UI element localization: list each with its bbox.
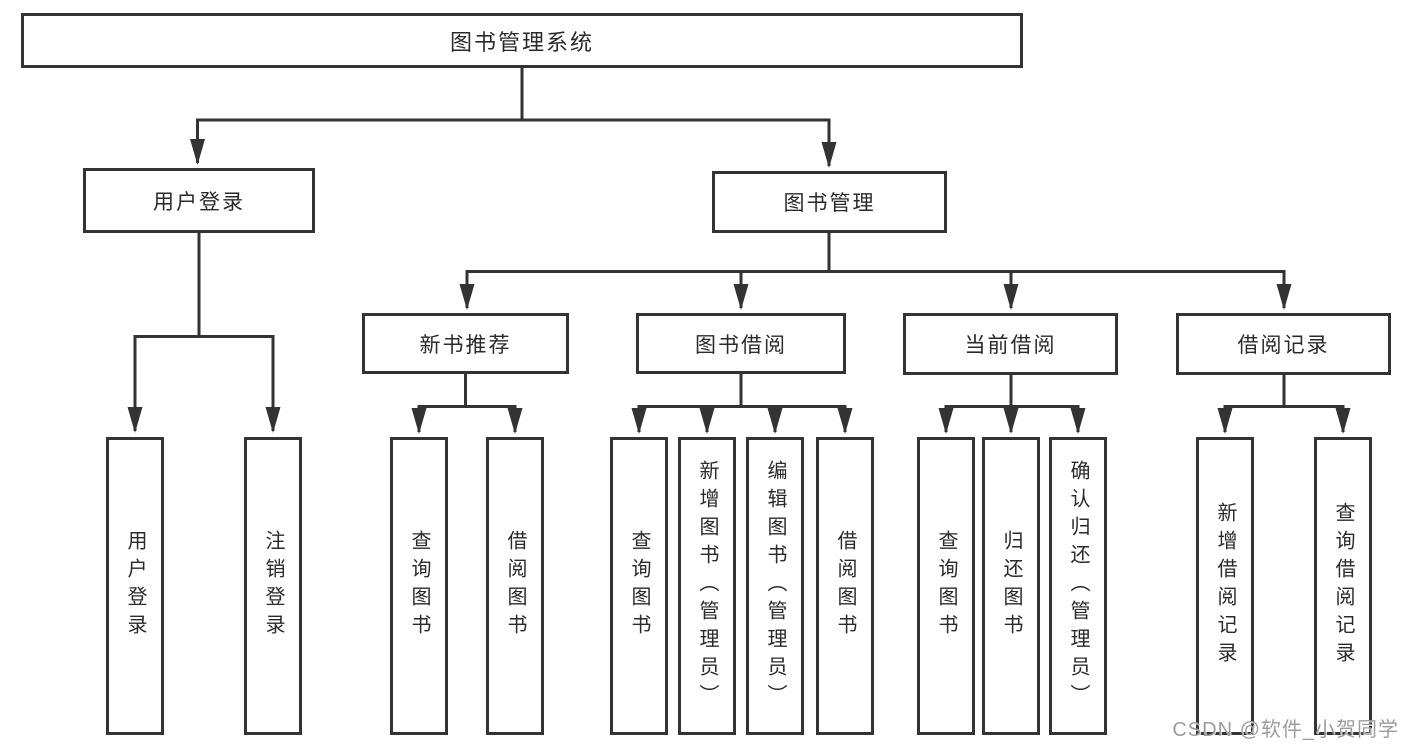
node-user-login: 用户登录 [83,168,315,233]
node-borrowing-records-label: 借阅记录 [1237,334,1330,357]
leaf-edit-book-admin-label: 编辑图书（管理员） [764,460,786,712]
leaf-query-books-current-label: 查询图书 [935,530,957,642]
node-book-borrowing: 图书借阅 [636,313,846,374]
node-user-login-label: 用户登录 [153,190,245,214]
leaf-return-books-label: 归还图书 [1000,530,1022,642]
node-book-management: 图书管理 [712,171,947,233]
leaf-add-borrow-record-label: 新增借阅记录 [1214,502,1236,670]
node-new-book-recommendation-label: 新书推荐 [419,333,512,357]
node-book-management-label: 图书管理 [783,192,876,215]
leaf-query-books-recommend: 查询图书 [390,437,448,735]
leaf-confirm-return-admin-label: 确认归还（管理员） [1067,460,1089,712]
leaf-logout-label: 注销登录 [262,530,284,642]
leaf-add-book-admin: 新增图书（管理员） [678,437,736,735]
node-book-borrowing-label: 图书借阅 [695,333,787,357]
watermark: CSDN @软件_小贺同学 [1172,719,1399,741]
node-new-book-recommendation: 新书推荐 [362,313,569,374]
leaf-edit-book-admin: 编辑图书（管理员） [746,437,804,735]
leaf-query-books-recommend-label: 查询图书 [408,530,430,642]
leaf-borrow-books: 借阅图书 [816,437,874,735]
leaf-add-book-admin-label: 新增图书（管理员） [696,460,718,712]
leaf-return-books: 归还图书 [982,437,1040,735]
leaf-borrow-books-recommend-label: 借阅图书 [504,530,526,642]
node-root-label: 图书管理系统 [449,29,594,55]
leaf-add-borrow-record: 新增借阅记录 [1196,437,1254,735]
node-root: 图书管理系统 [21,13,1023,68]
leaf-logout: 注销登录 [244,437,302,735]
leaf-borrow-books-recommend: 借阅图书 [486,437,544,735]
leaf-query-borrow-record: 查询借阅记录 [1314,437,1372,735]
leaf-query-books-borrow: 查询图书 [610,437,668,735]
node-current-borrowing: 当前借阅 [903,313,1118,375]
leaf-user-login: 用户登录 [106,437,164,735]
leaf-query-books-current: 查询图书 [917,437,975,735]
node-borrowing-records: 借阅记录 [1176,313,1391,375]
leaf-query-books-borrow-label: 查询图书 [628,530,650,642]
leaf-query-borrow-record-label: 查询借阅记录 [1332,502,1354,670]
node-current-borrowing-label: 当前借阅 [964,334,1057,357]
leaf-confirm-return-admin: 确认归还（管理员） [1049,437,1107,735]
leaf-borrow-books-label: 借阅图书 [834,530,856,642]
leaf-user-login-label: 用户登录 [124,530,146,642]
